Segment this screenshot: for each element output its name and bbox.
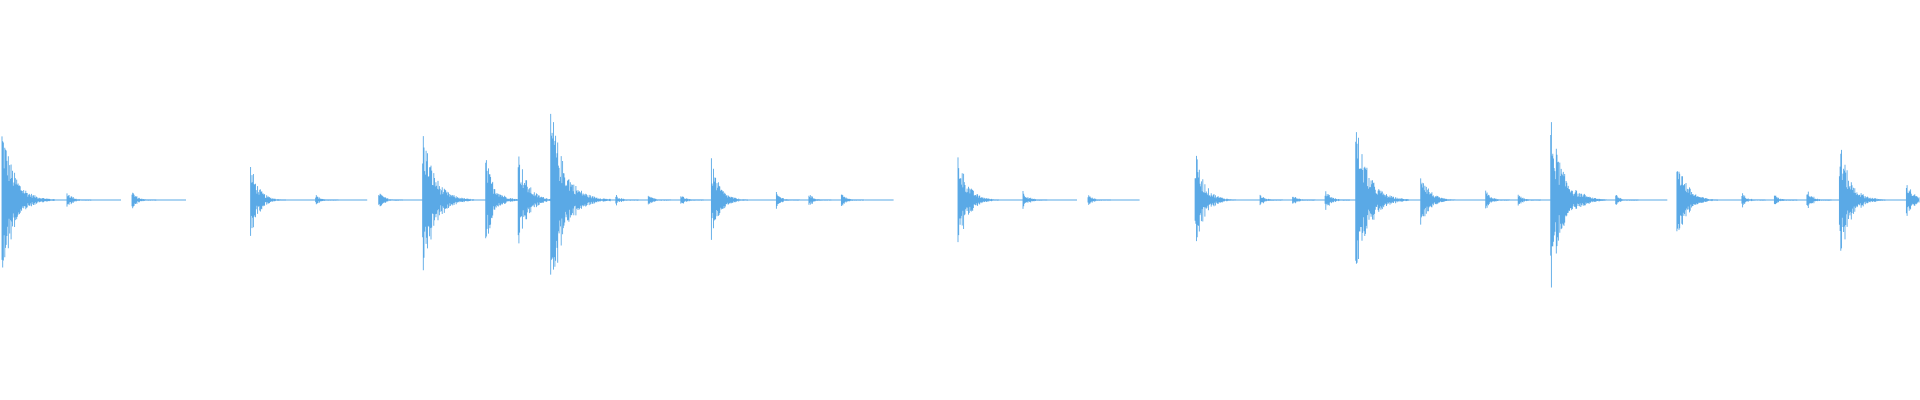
waveform-hit-shape [315, 195, 339, 205]
waveform-hit-shape [1741, 193, 1766, 208]
waveform-hit-shape [1324, 191, 1351, 210]
waveform-hit-shape [957, 157, 1000, 243]
waveform-hit-shape [1355, 132, 1410, 264]
waveform-hit-shape [1582, 193, 1607, 206]
waveform-hit-shape [250, 167, 287, 236]
waveform-hit [1087, 195, 1140, 205]
waveform-hit [1420, 178, 1491, 225]
waveform-hit-shape [1259, 194, 1283, 206]
waveform-hit-shape [131, 192, 157, 209]
waveform-hit-shape [1420, 178, 1456, 225]
waveform-hit-shape [1087, 195, 1111, 205]
waveform-hit-shape [1615, 195, 1639, 205]
waveform-hit-shape [710, 158, 749, 240]
waveform-hit [840, 194, 894, 206]
waveform-hit [315, 195, 368, 205]
waveform-hit-shape [840, 194, 865, 206]
waveform-hit-shape [1676, 171, 1718, 232]
waveform-hit-shape [775, 192, 800, 209]
waveform-hit-shape [1, 136, 55, 268]
waveform-hit-shape [1550, 122, 1606, 288]
waveform-hit-shape [1022, 191, 1048, 209]
waveform-hit [1905, 185, 1920, 216]
waveform-hit-shape [66, 193, 92, 207]
waveform-hit-shape [1838, 149, 1886, 251]
waveform-hit-shape [1905, 185, 1920, 216]
waveform-hit-shape [680, 196, 704, 204]
waveform-hit-shape [1194, 155, 1237, 242]
waveform-hit [957, 157, 1038, 243]
waveform-hit-shape [582, 193, 607, 207]
waveform-hit-shape [550, 113, 611, 275]
waveform-hit [250, 167, 322, 236]
waveform-hit [1, 136, 100, 268]
waveform-hit-shape [808, 195, 832, 205]
waveform-hit-shape [1292, 196, 1316, 204]
waveform-hit [550, 113, 659, 275]
waveform-hit-shape [1806, 191, 1832, 208]
waveform-hit [1550, 122, 1650, 288]
waveform-hit-shape [1517, 194, 1542, 206]
waveform-hit [1022, 191, 1077, 209]
waveform-hit [66, 193, 121, 207]
waveform-hit-shape [1773, 195, 1798, 205]
waveform-hit-shape [647, 195, 672, 205]
waveform-hit [422, 136, 518, 271]
waveform-hit-shape [615, 195, 639, 206]
waveform-hit-shape [422, 136, 475, 271]
waveform-hit [710, 158, 785, 240]
waveform-hit-shape [378, 193, 403, 207]
waveform-hit-shape [1485, 190, 1510, 209]
waveform-hit [131, 192, 186, 209]
waveform-hit [1615, 195, 1668, 205]
